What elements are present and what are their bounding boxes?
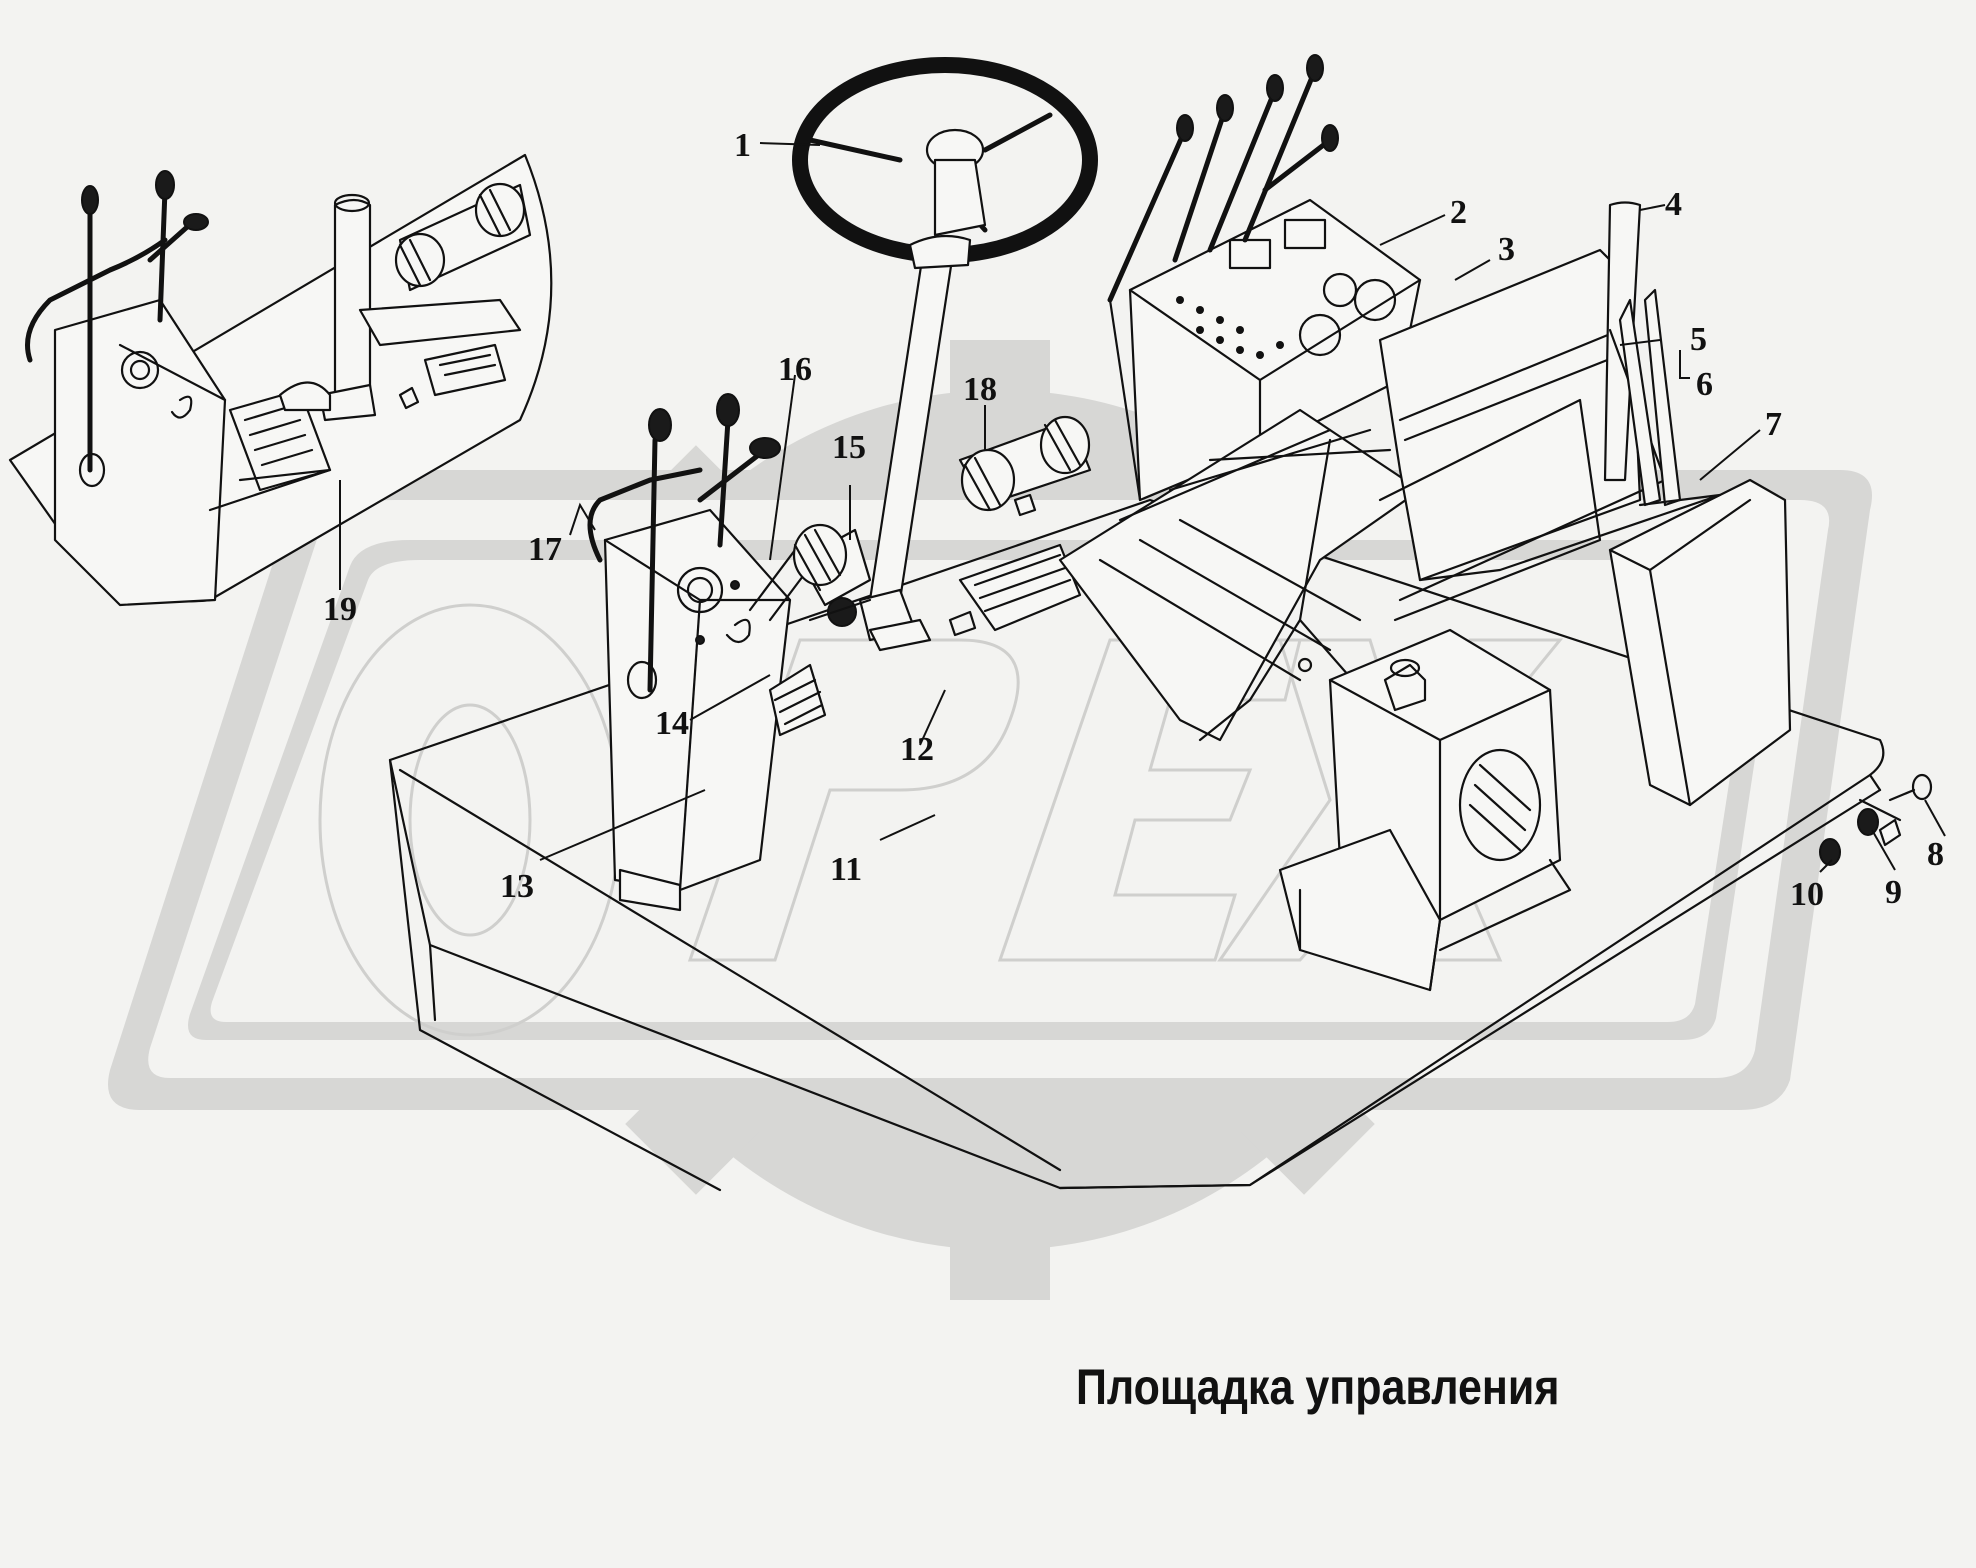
callout-13: 13 (500, 868, 534, 905)
callout-15: 15 (832, 429, 866, 466)
callout-17: 17 (528, 531, 562, 568)
callout-18: 18 (963, 371, 997, 408)
watermark-frame (108, 470, 1872, 1110)
left-control-tower (587, 393, 832, 912)
side-box (1418, 288, 1933, 866)
pedal-group (792, 415, 1092, 637)
callout-14: 14 (655, 705, 689, 742)
inset-console (53, 298, 227, 607)
callout-5: 5 (1690, 321, 1707, 358)
inset-gauge-icon (120, 350, 160, 390)
diagram-caption: Площадка управления (1076, 1359, 1560, 1415)
callouts: 1 2 3 4 5 6 7 8 9 10 11 12 13 14 15 16 1… (323, 127, 1944, 913)
platform-deck (388, 498, 1885, 1192)
seat-assembly (1058, 201, 1667, 742)
callout-9: 9 (1885, 874, 1902, 911)
callout-16: 16 (778, 351, 812, 388)
callout-2: 2 (1450, 194, 1467, 231)
callout-7: 7 (1765, 406, 1782, 443)
leader-lines (339, 142, 1946, 873)
callout-8: 8 (1927, 836, 1944, 873)
callout-6: 6 (1696, 366, 1713, 403)
tower-gauge-icon (676, 566, 724, 614)
callout-19: 19 (323, 591, 357, 628)
callout-1: 1 (734, 127, 751, 164)
callout-12: 12 (900, 731, 934, 768)
seat-base (1278, 628, 1572, 992)
callout-4: 4 (1665, 186, 1682, 223)
inset-view (8, 153, 553, 607)
callout-10: 10 (1790, 876, 1824, 913)
callout-3: 3 (1498, 231, 1515, 268)
callout-11: 11 (830, 851, 862, 888)
steering-assembly (792, 57, 1098, 652)
